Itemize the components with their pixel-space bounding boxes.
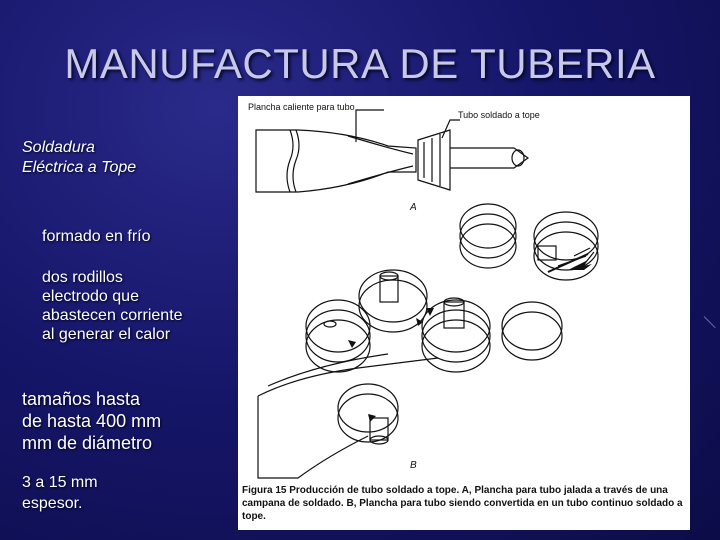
pipe-welding-figure: Plancha caliente para tubo Tubo soldado … xyxy=(238,96,690,530)
welded-tube xyxy=(450,147,530,169)
espesor-line: 3 a 15 mm xyxy=(22,474,98,491)
hot-plate-strip xyxy=(255,129,417,193)
paragraph-espesor: 3 a 15 mm espesor. xyxy=(22,472,98,514)
paragraph-rodillos: dos rodillos electrodo que abastecen cor… xyxy=(42,268,183,344)
figure-caption: Figura 15 Producción de tubo soldado a t… xyxy=(242,484,686,523)
tamanos-line: de hasta 400 mm xyxy=(22,411,162,431)
welding-bell xyxy=(417,129,451,191)
rodillos-line: abastecen corriente xyxy=(42,307,183,324)
roller-bottom xyxy=(337,393,399,443)
label-b: B xyxy=(410,460,417,471)
caption-prefix: Figura xyxy=(242,485,273,496)
decorative-line xyxy=(703,316,716,329)
label-tubo: Tubo soldado a tope xyxy=(458,110,540,120)
heading-line-2: Eléctrica a Tope xyxy=(22,159,137,176)
caption-number: 15 xyxy=(275,485,287,496)
tamanos-line: tamaños hasta xyxy=(22,389,141,409)
tamanos-line: mm de diámetro xyxy=(22,433,153,453)
section-heading: Soldadura Eléctrica a Tope xyxy=(22,138,136,178)
rodillos-line: electrodo que xyxy=(42,288,139,305)
rodillos-line: dos rodillos xyxy=(42,269,123,286)
roller-front-left xyxy=(305,319,371,373)
heading-line-1: Soldadura xyxy=(22,139,95,156)
roller-center xyxy=(421,319,491,373)
roller-back-right xyxy=(533,231,599,281)
roller-back-left xyxy=(459,223,517,269)
paragraph-formado: formado en frío xyxy=(42,228,151,245)
espesor-line: espesor. xyxy=(22,495,83,512)
slide-title: MANUFACTURA DE TUBERIA xyxy=(64,40,656,87)
caption-text: Producción de tubo soldado a tope. A, Pl… xyxy=(242,485,683,522)
figure-illustration xyxy=(255,109,599,479)
roller-front-right xyxy=(501,311,563,361)
label-plancha: Plancha caliente para tubo xyxy=(248,102,355,112)
roller-left-top xyxy=(358,279,428,333)
strip-plate xyxy=(257,357,439,397)
paragraph-tamanos: tamaños hasta de hasta 400 mm mm de diám… xyxy=(22,388,161,454)
rodillos-line: al generar el calor xyxy=(42,326,171,343)
label-a: A xyxy=(410,202,417,213)
